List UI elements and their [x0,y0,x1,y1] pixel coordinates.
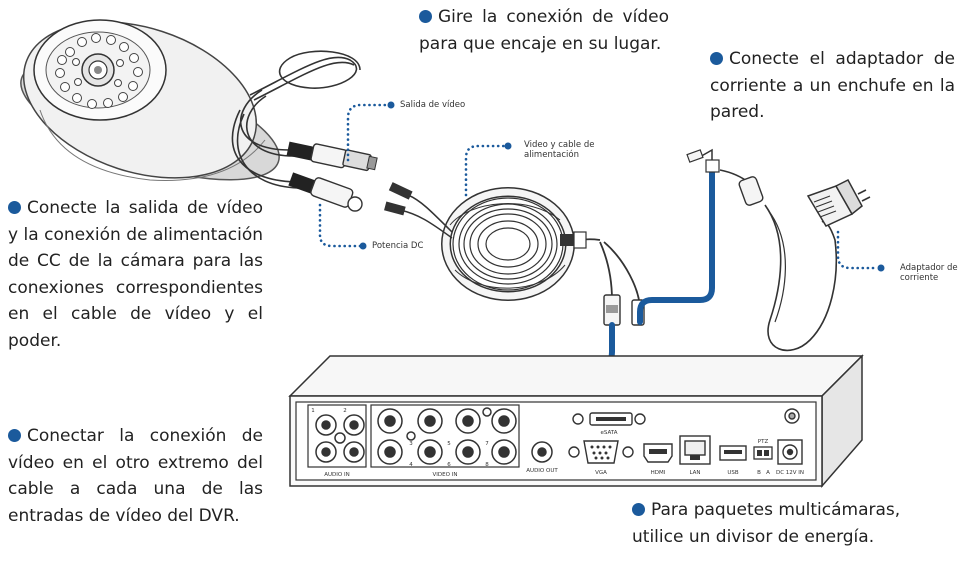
label-audio-out: AUDIO OUT [526,468,558,474]
label-ch-1: 1 [311,408,315,414]
label-audio-in: AUDIO IN [324,472,349,478]
instruction-connect-dvr: Conectar la conexión de vídeo en el otro… [8,426,263,526]
bullet-icon [8,201,21,214]
callout-video-power-cable: Video y cable de alimentación [524,140,595,160]
label-ch-8: 8 [485,462,489,468]
esata-port [572,412,646,426]
label-dc-in: DC 12V IN [776,470,804,476]
label-lan: LAN [689,470,700,476]
hdmi-port [643,443,673,463]
instruction-adapter: Conecte el adaptador de corriente a un e… [710,49,955,122]
ptz-port [753,446,773,460]
video-in-ports [377,407,517,465]
audio-out-port [531,441,553,463]
instruction-multicam: Para paquetes multicámaras, utilice un d… [632,500,901,547]
label-ch-6: 6 [447,462,451,468]
callout-video-out: Salida de vídeo [400,100,466,110]
instruction-connect-camera: Conecte la salida de vídeo y la conexión… [8,198,263,351]
dvr-device: AUDIO IN VIDEO IN AUDIO OUT eSATA VGA HD… [288,354,864,489]
label-ch-4: 4 [409,462,413,468]
label-ptz-a: A [766,470,770,476]
usb-port [719,445,747,461]
callout-dc-power: Potencia DC [372,241,424,251]
bullet-icon [8,429,21,442]
ground-screw [784,408,800,424]
audio-in-ports [315,414,365,463]
camera-pigtail-cable [231,50,361,189]
bullet-icon [632,503,645,516]
label-esata: eSATA [600,430,617,436]
coil-pigtails-left [399,194,453,239]
label-video-in: VIDEO IN [433,472,458,478]
label-ch-5: 5 [447,441,451,447]
label-vga: VGA [595,470,607,476]
vga-port [568,440,634,464]
instruction-rotate: Gire la conexión de vídeo para que encaj… [419,7,669,54]
label-hdmi: HDMI [651,470,666,476]
bullet-icon [710,52,723,65]
label-ch-2: 2 [343,408,347,414]
label-ch-7: 7 [485,441,489,447]
video-out-connector [286,141,378,172]
dc-in-port [777,439,803,465]
dc-power-connector [288,172,363,212]
bullet-icon [419,10,432,23]
lan-port [679,435,711,465]
label-ptz-b: B [757,470,761,476]
camera-icon [20,19,280,181]
callout-power-adapter: Adaptador de corriente [900,263,958,283]
power-adapter-icon [719,169,871,352]
label-ptz: PTZ [758,439,769,445]
label-ch-3: 3 [409,441,413,447]
label-usb: USB [727,470,739,476]
